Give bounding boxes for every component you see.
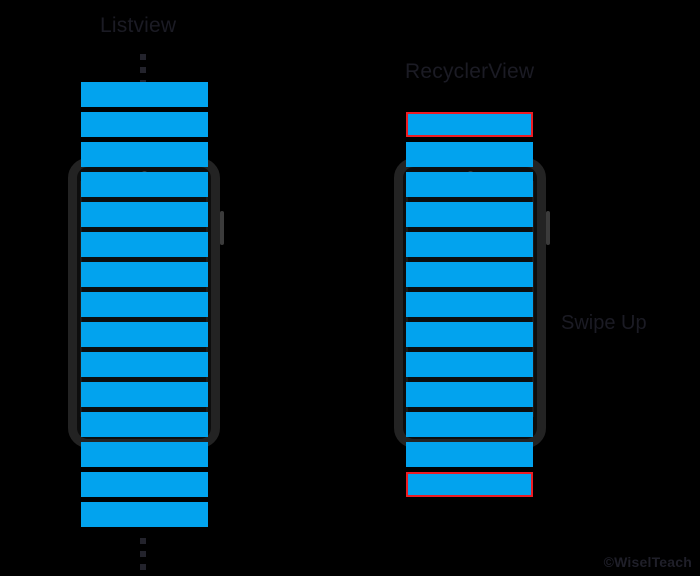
listview-item[interactable] [81, 232, 208, 257]
listview-item[interactable] [81, 352, 208, 377]
recyclerview-item[interactable] [406, 472, 533, 497]
listview-item[interactable] [81, 82, 208, 107]
recyclerview-item[interactable] [406, 382, 533, 407]
ellipsis-bottom-icon [140, 538, 146, 576]
listview-item[interactable] [81, 202, 208, 227]
listview-item[interactable] [81, 262, 208, 287]
listview-item[interactable] [81, 172, 208, 197]
recyclerview-item[interactable] [406, 352, 533, 377]
recyclerview-item[interactable] [406, 262, 533, 287]
listview-item[interactable] [81, 472, 208, 497]
side-button[interactable] [546, 211, 550, 245]
recyclerview-item[interactable] [406, 142, 533, 167]
listview-title: Listview [100, 14, 177, 37]
listview-item[interactable] [81, 502, 208, 527]
listview-item[interactable] [81, 442, 208, 467]
recyclerview-item[interactable] [406, 412, 533, 437]
listview-item[interactable] [81, 322, 208, 347]
recyclerview-item[interactable] [406, 202, 533, 227]
recyclerview-item[interactable] [406, 232, 533, 257]
swipe-up-label: Swipe Up [561, 312, 647, 334]
listview-item-stack [81, 82, 208, 527]
side-button[interactable] [220, 211, 224, 245]
recyclerview-item[interactable] [406, 172, 533, 197]
recyclerview-item[interactable] [406, 292, 533, 317]
recyclerview-item[interactable] [406, 112, 533, 137]
recyclerview-item[interactable] [406, 322, 533, 347]
listview-item[interactable] [81, 412, 208, 437]
listview-item[interactable] [81, 112, 208, 137]
listview-item[interactable] [81, 142, 208, 167]
recyclerview-item-stack [406, 112, 533, 497]
recyclerview-item[interactable] [406, 442, 533, 467]
listview-item[interactable] [81, 382, 208, 407]
recyclerview-title: RecyclerView [405, 60, 535, 83]
watermark: ©WiselTeach [603, 554, 692, 570]
listview-item[interactable] [81, 292, 208, 317]
